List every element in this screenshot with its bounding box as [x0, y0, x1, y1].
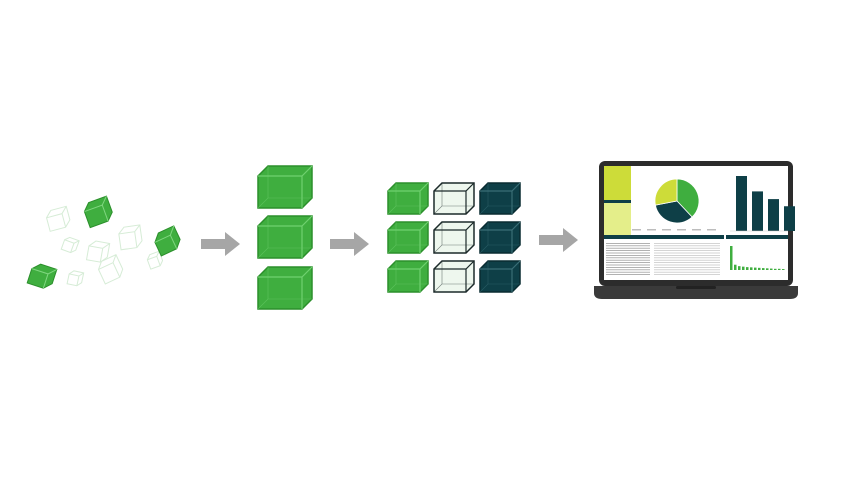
- table-row-values: [654, 264, 720, 266]
- legend-item: [647, 229, 656, 231]
- table-row: [606, 250, 650, 251]
- table-row: [606, 267, 650, 268]
- mini-bar: [738, 266, 741, 270]
- legend-item: [707, 229, 716, 231]
- table-row: [606, 252, 650, 254]
- table-row-values: [654, 245, 720, 247]
- green-cube-icon: [257, 266, 313, 310]
- dashboard-pie-chart: [632, 178, 716, 231]
- bar: [784, 206, 795, 231]
- table-row-values: [654, 269, 720, 271]
- outline-cube-icon: [433, 260, 475, 293]
- table-row-values: [654, 252, 720, 254]
- teal-cube-icon: [479, 221, 521, 254]
- table-row: [606, 245, 650, 247]
- bar: [752, 191, 763, 231]
- pie-slice: [654, 178, 678, 206]
- table-row-values: [654, 262, 720, 263]
- outline-cube-icon: [433, 182, 475, 215]
- mini-bar: [774, 268, 777, 270]
- table-row: [606, 274, 650, 275]
- mini-bar: [746, 267, 749, 270]
- table-row-values: [654, 259, 720, 261]
- table-row-values: [654, 271, 720, 273]
- pie-slice: [676, 178, 700, 218]
- table-row: [606, 269, 650, 271]
- table-row-values: [654, 255, 720, 256]
- table-row-values: [654, 247, 720, 249]
- cube-grid-icon: [387, 182, 521, 293]
- dashboard-table: [606, 243, 720, 275]
- table-row: [606, 259, 650, 261]
- right-arrow-icon: [539, 228, 578, 252]
- mini-bar: [778, 268, 781, 270]
- mini-bar: [758, 267, 761, 270]
- table-row: [606, 262, 650, 263]
- laptop-base: [594, 286, 798, 299]
- bar: [768, 199, 779, 231]
- legend-item: [677, 229, 686, 231]
- mini-bar: [750, 267, 753, 270]
- teal-cube-icon: [479, 182, 521, 215]
- table-row-values: [654, 243, 720, 244]
- table-row: [606, 243, 650, 244]
- dashboard-bar-chart: [730, 176, 795, 232]
- mini-bar: [734, 264, 737, 270]
- teal-cube-icon: [479, 260, 521, 293]
- mini-bar: [754, 267, 757, 270]
- table-row: [606, 257, 650, 259]
- mini-bar: [782, 269, 785, 270]
- green-cube-icon: [387, 182, 429, 215]
- table-row: [606, 247, 650, 249]
- green-cube-stack-icon: [257, 165, 313, 310]
- legend-item: [662, 229, 671, 231]
- mini-bar: [770, 268, 773, 270]
- table-row: [606, 271, 650, 273]
- green-cube-icon: [257, 165, 313, 209]
- pie-slice: [654, 200, 693, 224]
- legend-item: [692, 229, 701, 231]
- green-cube-icon: [387, 221, 429, 254]
- bar: [736, 176, 747, 231]
- table-row-values: [654, 257, 720, 259]
- mini-bar: [742, 266, 745, 270]
- green-cube-icon: [257, 215, 313, 259]
- table-row-values: [654, 274, 720, 275]
- legend-item: [632, 229, 641, 231]
- table-row-values: [654, 250, 720, 251]
- table-row: [606, 264, 650, 266]
- laptop-dashboard-icon: [594, 161, 798, 299]
- mini-bar: [766, 268, 769, 270]
- table-row: [606, 255, 650, 256]
- dashboard-mini-bar-chart: [730, 246, 785, 270]
- table-row-values: [654, 267, 720, 268]
- right-arrow-icon: [201, 232, 240, 256]
- mini-bar: [762, 268, 765, 270]
- outline-cube-icon: [433, 221, 475, 254]
- mini-bar: [730, 246, 733, 270]
- right-arrow-icon: [330, 232, 369, 256]
- green-cube-icon: [387, 260, 429, 293]
- scattered-cubes-icon: [26, 195, 181, 289]
